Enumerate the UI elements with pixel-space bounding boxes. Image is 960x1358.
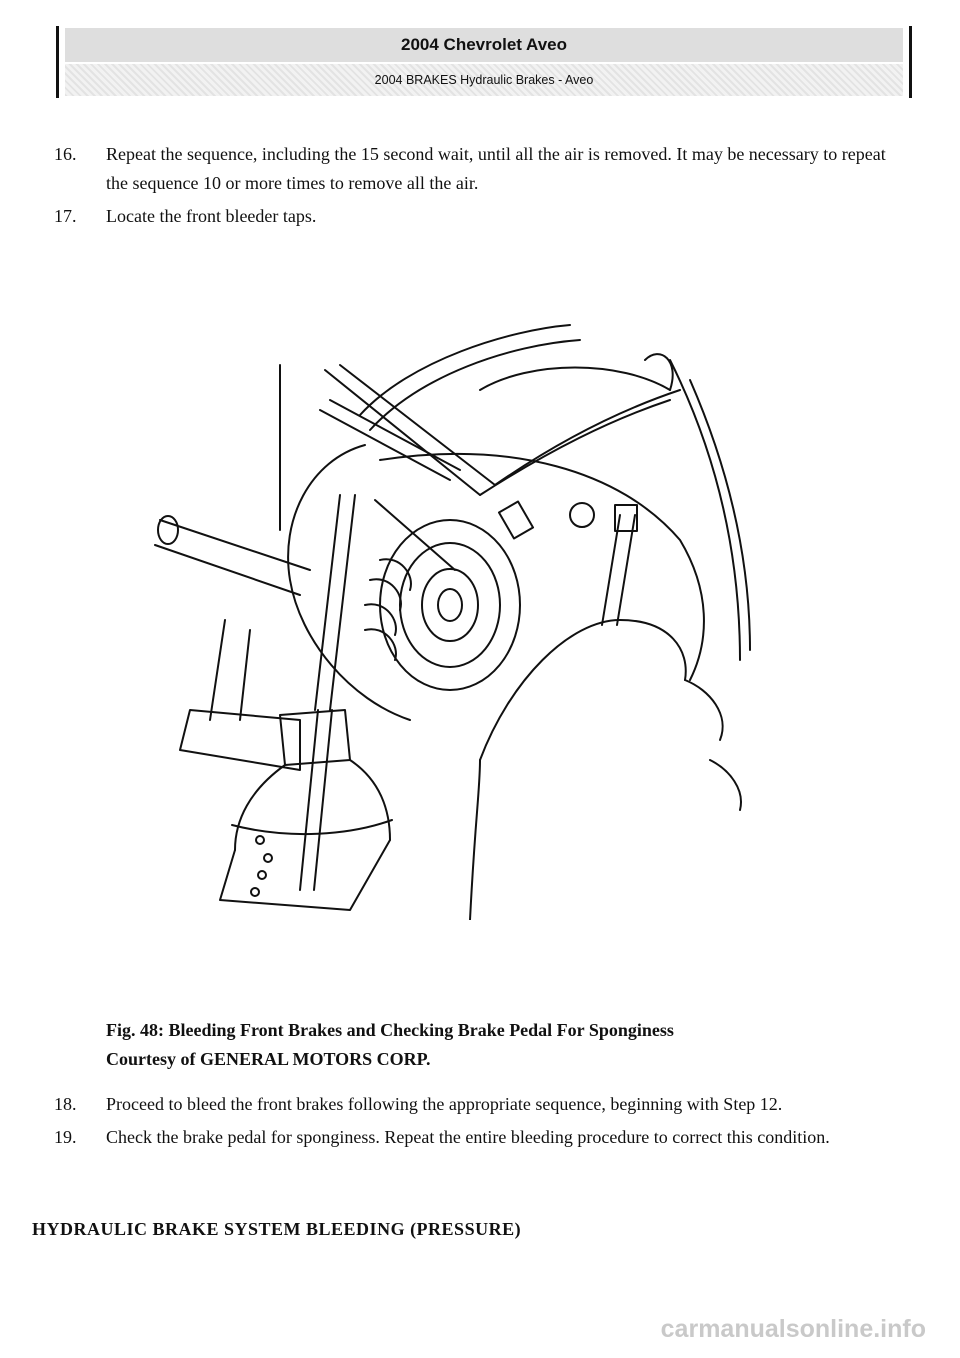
document-subtitle: 2004 BRAKES Hydraulic Brakes - Aveo	[65, 64, 903, 96]
step-number: 16.	[54, 144, 77, 164]
document-title: 2004 Chevrolet Aveo	[65, 28, 903, 62]
step-item: 17. Locate the front bleeder taps.	[54, 202, 894, 231]
section-heading: HYDRAULIC BRAKE SYSTEM BLEEDING (PRESSUR…	[32, 1219, 522, 1239]
page-header: 2004 Chevrolet Aveo 2004 BRAKES Hydrauli…	[56, 26, 912, 98]
step-list-before-figure: 16. Repeat the sequence, including the 1…	[54, 140, 894, 235]
step-text: Locate the front bleeder taps.	[106, 206, 317, 226]
step-number: 17.	[54, 206, 77, 226]
step-number: 19.	[54, 1127, 77, 1147]
figure-credit: Courtesy of GENERAL MOTORS CORP.	[106, 1049, 431, 1069]
step-text: Repeat the sequence, including the 15 se…	[106, 144, 886, 193]
brake-bleeding-illustration	[150, 320, 770, 920]
watermark-text: carmanualsonline.info	[660, 1315, 926, 1343]
step-text: Proceed to bleed the front brakes follow…	[106, 1094, 783, 1114]
figure-title: Fig. 48: Bleeding Front Brakes and Check…	[106, 1020, 674, 1040]
step-item: 19. Check the brake pedal for sponginess…	[54, 1123, 894, 1152]
figure-caption: Fig. 48: Bleeding Front Brakes and Check…	[106, 1016, 866, 1074]
step-number: 18.	[54, 1094, 77, 1114]
step-item: 16. Repeat the sequence, including the 1…	[54, 140, 894, 198]
step-item: 18. Proceed to bleed the front brakes fo…	[54, 1090, 894, 1119]
step-text: Check the brake pedal for sponginess. Re…	[106, 1127, 830, 1147]
step-list-after-figure: 18. Proceed to bleed the front brakes fo…	[54, 1090, 894, 1156]
